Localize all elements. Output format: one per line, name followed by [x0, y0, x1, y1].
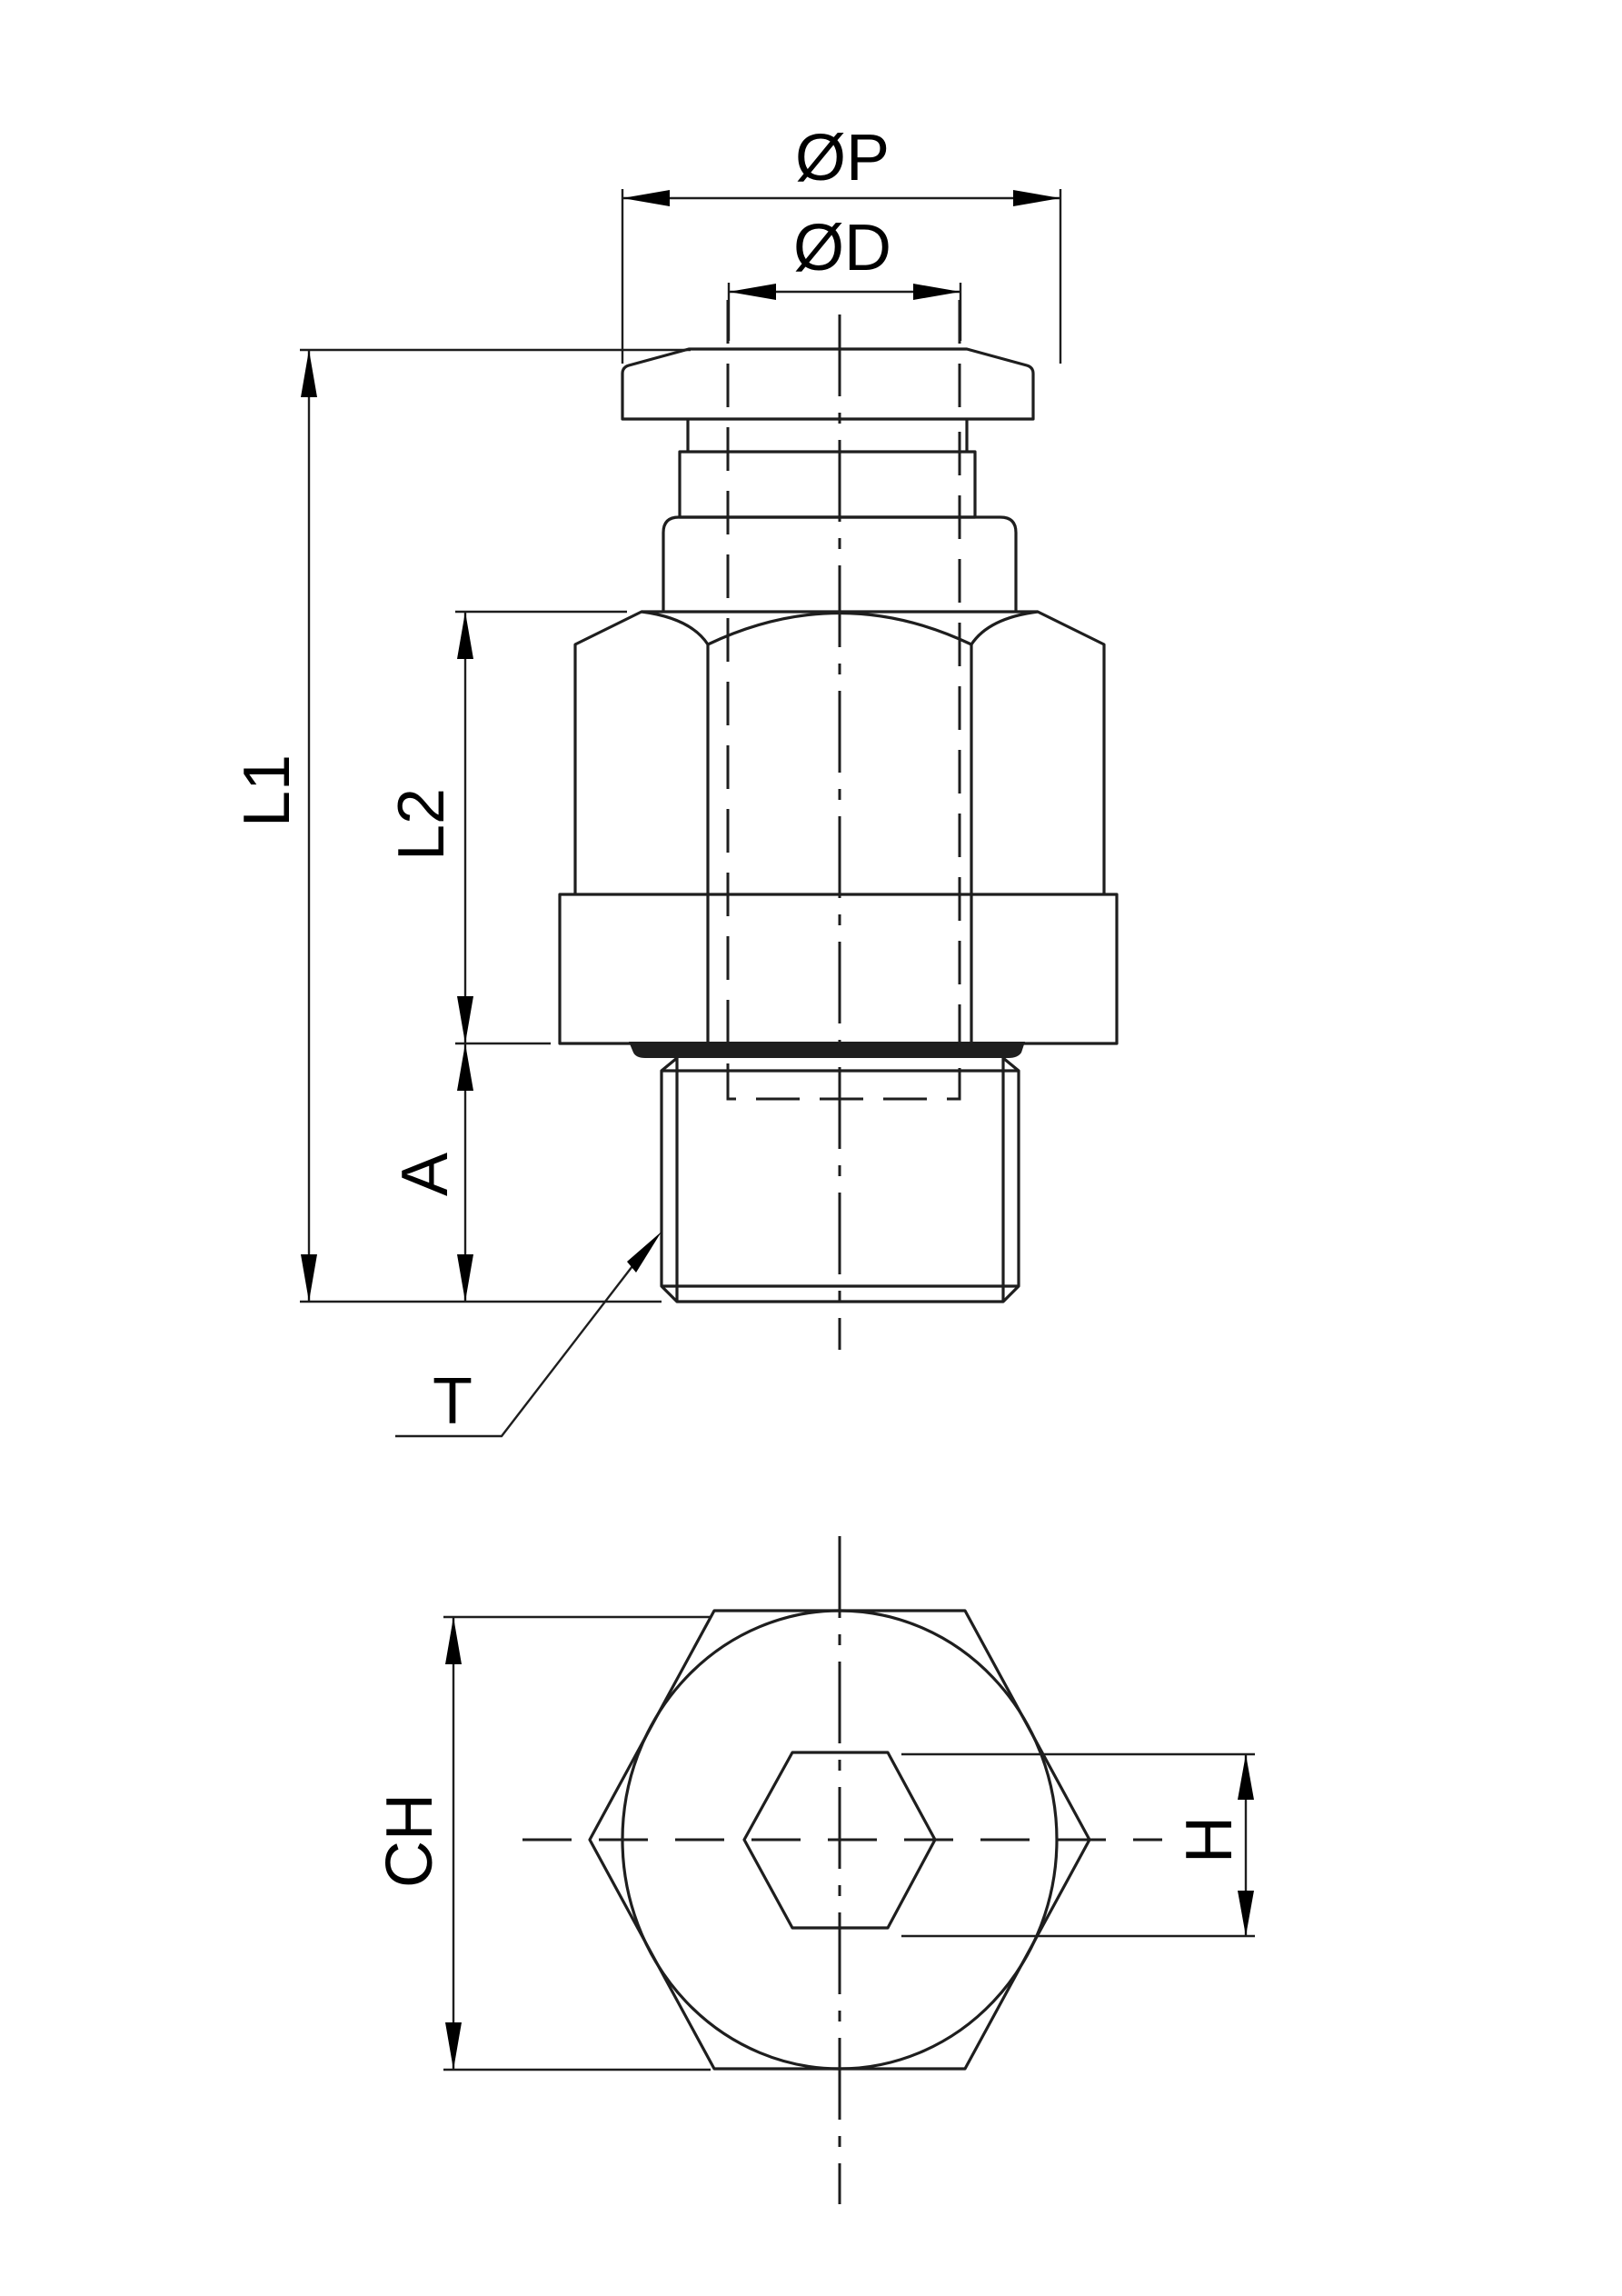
- end-view: CH H: [373, 1536, 1255, 2204]
- dimension-h: H: [901, 1752, 1255, 1938]
- label-op: ØP: [795, 122, 890, 195]
- dimension-t: T: [395, 1232, 662, 1438]
- o-ring-seal: [629, 1042, 1025, 1058]
- dimension-ch: CH: [373, 1615, 711, 2071]
- dimension-od: ØD: [727, 212, 962, 341]
- label-l1: L1: [231, 754, 304, 827]
- dimension-op: ØP: [621, 122, 1062, 364]
- thread-lines: [662, 1058, 1019, 1302]
- label-t: T: [433, 1365, 473, 1438]
- collet-ring: [678, 450, 977, 519]
- label-l2: L2: [385, 788, 458, 861]
- side-view: ØP ØD L1 L2: [231, 122, 1119, 1438]
- outer-hexagon: [588, 1609, 1091, 2071]
- label-od: ØD: [793, 212, 891, 285]
- dimension-a: A: [389, 1043, 473, 1302]
- dimension-l1: L1: [231, 348, 691, 1303]
- label-h: H: [1173, 1816, 1246, 1863]
- dimension-l2: L2: [385, 610, 627, 1045]
- cap-neck: [686, 419, 969, 452]
- label-a: A: [389, 1153, 462, 1196]
- inner-hexagon: [742, 1751, 937, 1930]
- hex-face-edges: [706, 644, 973, 1043]
- bore-hidden-lines: [726, 427, 961, 1101]
- collet-cap: [621, 347, 1035, 421]
- label-ch: CH: [373, 1793, 446, 1888]
